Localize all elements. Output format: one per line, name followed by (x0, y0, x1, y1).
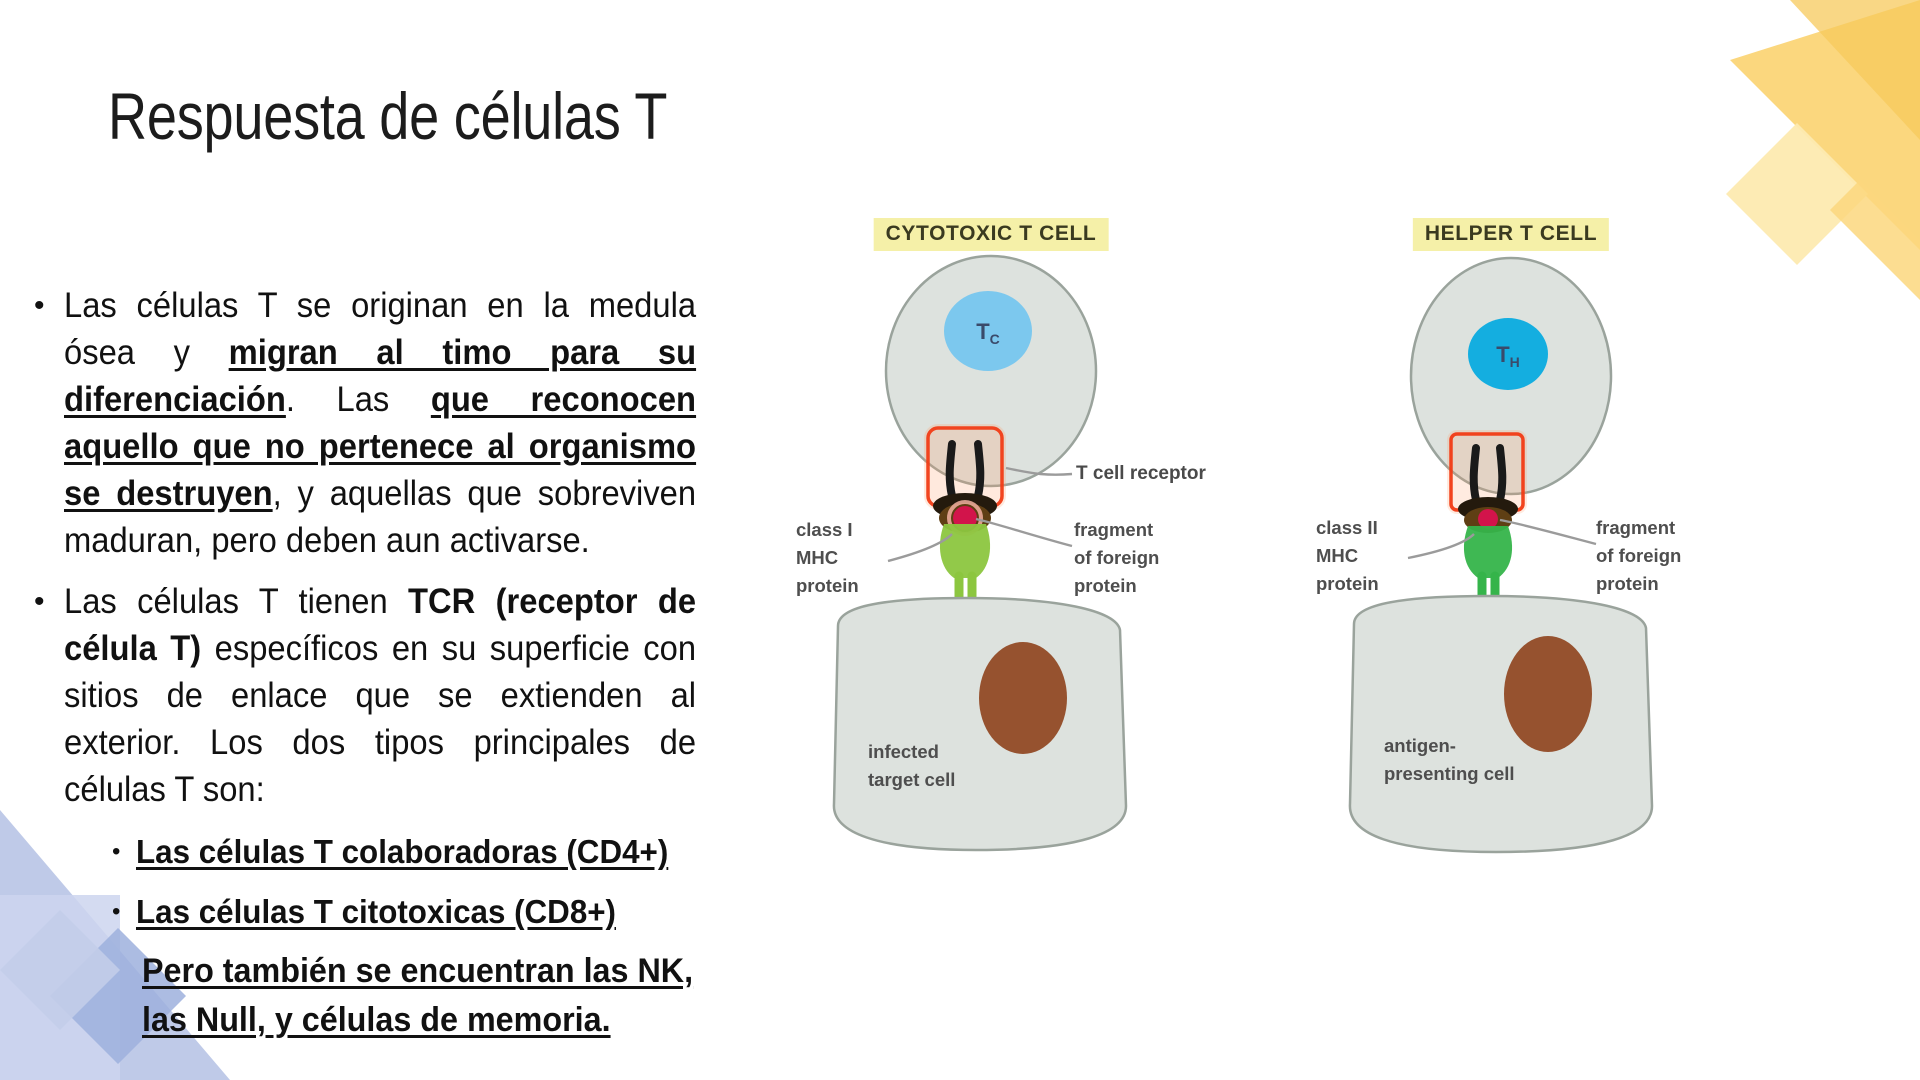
nucleus-letter: T (1496, 342, 1510, 367)
helper-diagram-svg: TH (1316, 256, 1681, 854)
label-class-ii-mhc-3: protein (1316, 573, 1379, 594)
apc-nucleus (1504, 636, 1592, 752)
body-text-column: • Las células T se originan en la medula… (34, 282, 740, 1059)
t-cell-nucleus (1468, 318, 1548, 390)
seg-bold: TCR (receptor de célula T) (64, 582, 697, 668)
label-class-ii-mhc-1: class II (1316, 517, 1378, 538)
seg-plain: , y aquellas que sobreviven maduran, per… (64, 474, 697, 560)
seg-plain: Las células T se originan en la medula ó… (64, 286, 697, 372)
leader-line-receptor (1005, 466, 1073, 476)
page-title: Respuesta de células T (108, 79, 668, 153)
bullet-marker: • (34, 289, 45, 322)
bullet-marker: • (34, 585, 45, 618)
panel-cytotoxic-t-cell: CYTOTOXIC T CELL TC (776, 206, 1206, 866)
tcr-stalk-right (1496, 444, 1507, 504)
list-item-sub: • Las células T colaboradoras (CD4+) (112, 827, 740, 877)
receptor-glow (924, 424, 1006, 510)
label-class-ii-mhc-2: MHC (1316, 545, 1358, 566)
receptor-glow (1447, 430, 1527, 514)
seg-bold-underline: Pero también se encuentran las NK, las N… (142, 952, 694, 1039)
nucleus-subscript: H (1510, 354, 1520, 370)
bullet-text-2: Las células T tienen TCR (receptor de cé… (64, 578, 696, 813)
label-fragment-2: of foreign (1074, 547, 1159, 568)
bullet-text-3: Las células T colaboradoras (CD4+) (136, 827, 710, 877)
seg-bold-underline: migran al timo para su diferenciación (64, 333, 697, 419)
bullet-text-1: Las células T se originan en la medula ó… (64, 282, 696, 564)
label-target-cell-2: target cell (868, 769, 955, 790)
seg-plain: Las células T tienen (64, 582, 409, 621)
tcr-stalk-left (945, 440, 956, 500)
nucleus-letter: T (976, 319, 990, 344)
leader-line-mhc (887, 533, 953, 563)
tcr-stalk-right (974, 440, 985, 500)
nucleus-subscript: C (990, 331, 1000, 347)
tcr-stalk-left (1469, 444, 1480, 504)
label-fragment-3: protein (1074, 575, 1137, 596)
cell-diagram-figure: CYTOTOXIC T CELL TC (748, 206, 1878, 866)
panel-header-cytotoxic: CYTOTOXIC T CELL (873, 218, 1109, 251)
foreign-peptide (1478, 509, 1498, 529)
seg-bold-underline: Las células T colaboradoras (CD4+) (136, 833, 669, 870)
infected-target-cell (832, 596, 1128, 852)
label-class-i-mhc-1: class I (796, 519, 853, 540)
nucleus-label-th: TH (1496, 342, 1520, 370)
target-cell-nucleus (979, 642, 1067, 754)
list-item: • Las células T se originan en la medula… (34, 282, 740, 564)
seg-bold-underline: que reconocen aquello que no pertenece a… (64, 380, 697, 513)
label-target-cell-1: infected (868, 741, 939, 762)
label-fragment-2: of foreign (1596, 545, 1681, 566)
seg-plain: . Las (285, 380, 431, 419)
label-apc-2: presenting cell (1384, 763, 1515, 784)
seg-plain: específicos en su superficie con sitios … (64, 629, 697, 809)
bullet-marker: • (112, 898, 121, 925)
list-item-note: Pero también se encuentran las NK, las N… (142, 947, 740, 1045)
mhc-protein-body (1463, 526, 1513, 578)
label-class-i-mhc-3: protein (796, 575, 859, 596)
leader-line-mhc (1407, 533, 1475, 560)
leader-line-fragment (975, 517, 1073, 548)
list-item-sub: • Las células T citotoxicas (CD8+) (112, 887, 740, 937)
label-t-cell-receptor: T cell receptor (1076, 463, 1206, 484)
label-class-i-mhc-2: MHC (796, 547, 838, 568)
panel-header-helper: HELPER T CELL (1412, 218, 1610, 251)
list-item: • Las células T tienen TCR (receptor de … (34, 578, 740, 813)
antigen-presenting-cell (1348, 594, 1654, 854)
label-fragment-1: fragment (1074, 519, 1153, 540)
bullet-text-5: Pero también se encuentran las NK, las N… (142, 947, 710, 1045)
seg-bold-underline: Las células T citotoxicas (CD8+) (136, 893, 617, 930)
leader-line-fragment (1499, 518, 1597, 546)
cytotoxic-diagram-svg: TC (796, 254, 1206, 852)
mhc-protein-body (939, 524, 991, 578)
panel-helper-t-cell: HELPER T CELL TH (1296, 206, 1726, 866)
label-fragment-1: fragment (1596, 517, 1675, 538)
nucleus-label-tc: TC (976, 319, 1000, 347)
bullet-marker: • (112, 838, 121, 865)
label-fragment-3: protein (1596, 573, 1659, 594)
t-cell-nucleus (944, 291, 1032, 371)
label-apc-1: antigen- (1384, 735, 1456, 756)
bullet-text-4: Las células T citotoxicas (CD8+) (136, 887, 710, 937)
